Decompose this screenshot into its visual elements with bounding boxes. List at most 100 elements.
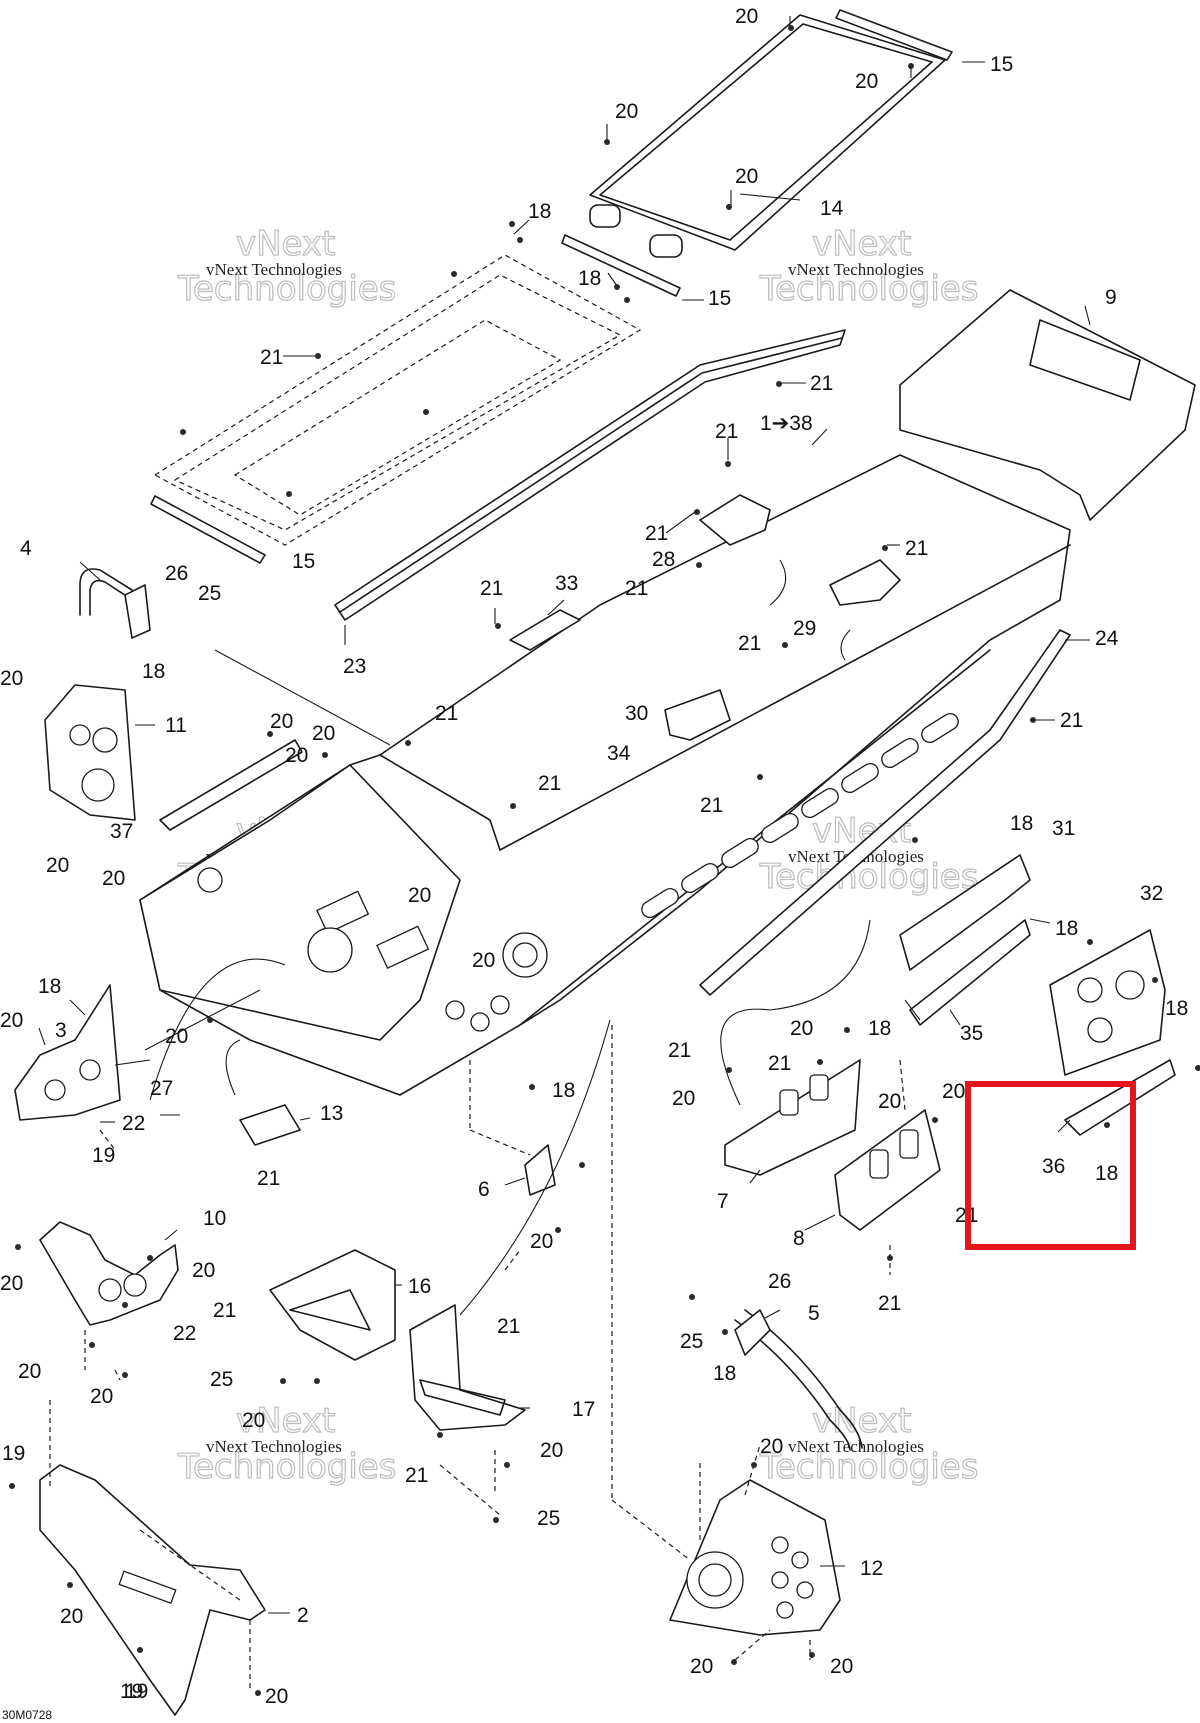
watermark-tech-bottom-left: Technologies	[177, 1447, 396, 1487]
callout-label: 20	[540, 1439, 563, 1462]
callout-label: 21	[1060, 709, 1083, 732]
callout-label: 1➔38	[760, 412, 813, 435]
part-24-rail	[699, 629, 1071, 996]
callout-label: 21	[625, 577, 648, 600]
callout-label: 20	[672, 1087, 695, 1110]
part-12-plate	[669, 1479, 841, 1636]
callout-label: 15	[990, 53, 1013, 76]
callout-label: 20	[530, 1230, 553, 1253]
callout-label: 21	[878, 1292, 901, 1315]
callout-label: 16	[408, 1275, 431, 1298]
watermark-text-bottom-left: vNext Technologies	[206, 1437, 342, 1456]
callout-label: 20	[408, 884, 431, 907]
part-9-rear-panel	[899, 289, 1196, 521]
part-28-bracket	[699, 494, 771, 546]
callout-label: 21	[480, 577, 503, 600]
callout-label: 18	[578, 267, 601, 290]
part-31-plate	[899, 854, 1031, 971]
callout-label: 19	[120, 1680, 143, 1703]
callout-label: 21	[738, 632, 761, 655]
callout-label: 22	[173, 1322, 196, 1345]
callout-label: 28	[652, 548, 675, 571]
callout-label: 34	[607, 742, 631, 765]
callout-label: 17	[572, 1398, 595, 1421]
callout-label: 23	[343, 655, 366, 678]
part-16-bracket	[269, 1249, 396, 1361]
part-11-plate	[44, 684, 136, 821]
callout-label: 20	[165, 1025, 188, 1048]
part-37-bracket	[159, 739, 303, 831]
part-6-bracket	[524, 1144, 556, 1196]
callout-label: 25	[680, 1330, 703, 1353]
callout-label: 15	[292, 550, 315, 573]
callout-label: 18	[552, 1079, 575, 1102]
callout-label: 18	[142, 660, 165, 683]
callout-label: 20	[735, 165, 758, 188]
part-29-bracket	[829, 559, 901, 606]
part-3-bracket	[14, 984, 121, 1121]
part-14-cover	[589, 14, 946, 258]
assembly-lines	[49, 1025, 906, 1690]
watermark-text-top-right: vNext Technologies	[788, 260, 924, 279]
callout-label: 31	[1052, 817, 1075, 840]
callout-label: 20	[830, 1655, 853, 1678]
callout-label: 21	[405, 1464, 428, 1487]
watermark-vnext-bottom-right: vNext	[812, 1401, 911, 1441]
callout-label: 20	[312, 722, 335, 745]
callout-label: 25	[198, 582, 221, 605]
callout-label: 19	[2, 1442, 25, 1465]
callout-label: 8	[793, 1227, 805, 1250]
callout-label: 18	[1010, 812, 1033, 835]
callout-label: 21	[213, 1299, 236, 1322]
part-23-rail	[334, 329, 846, 621]
watermark-vnext-top-left: vNext	[236, 224, 335, 264]
part-36-angle	[1064, 1059, 1176, 1136]
callout-label: 18	[713, 1362, 736, 1385]
callout-label: 3	[55, 1019, 67, 1042]
part-2-bracket	[39, 1464, 266, 1716]
part-8-bracket	[834, 1109, 941, 1231]
callout-label: 21	[768, 1052, 791, 1075]
dashed-cover-outline	[153, 254, 642, 546]
callout-label: 20	[242, 1409, 265, 1432]
callout-label: 10	[203, 1207, 226, 1230]
callout-label: 20	[285, 744, 308, 767]
callout-label: 21	[905, 537, 928, 560]
watermark-tech-top-right: Technologies	[759, 269, 978, 309]
callout-label: 2	[297, 1604, 309, 1627]
callout-label: 18	[1055, 917, 1078, 940]
highlight-box	[965, 1081, 1136, 1250]
part-15-strip-bottom	[150, 495, 266, 564]
callout-label: 19	[125, 1680, 148, 1703]
callout-label: 32	[1140, 882, 1163, 905]
callout-label: 14	[820, 197, 844, 220]
callout-label: 20	[18, 1360, 41, 1383]
part-33-bracket	[509, 609, 581, 651]
callout-label: 20	[942, 1080, 965, 1103]
watermark-vnext-bottom-left: vNext	[236, 1401, 335, 1441]
callout-label: 21	[257, 1167, 280, 1190]
callout-label: 18	[1165, 997, 1188, 1020]
assembly-arrows	[144, 559, 871, 1316]
callout-label: 22	[122, 1112, 145, 1135]
callout-label: 20	[192, 1259, 215, 1282]
part-17-bracket	[409, 1304, 526, 1431]
callout-label: 18	[38, 975, 61, 998]
callout-label: 20	[790, 1017, 813, 1040]
callout-label: 21	[645, 522, 668, 545]
callout-label: 20	[760, 1435, 783, 1458]
callout-label: 20	[46, 854, 69, 877]
callout-label: 18	[528, 200, 551, 223]
watermark-tech-top-left: Technologies	[177, 269, 396, 309]
callout-label: 20	[265, 1685, 288, 1708]
callout-label: 33	[555, 572, 578, 595]
callout-label: 20	[690, 1655, 713, 1678]
callout-label: 15	[708, 287, 731, 310]
leader-lines	[38, 16, 1091, 1614]
callout-label: 20	[90, 1385, 113, 1408]
callout-labels: 20 15 20 20 20 14 18 18 15 21 15 9 21 1➔…	[0, 5, 1188, 1708]
callout-label: 13	[320, 1102, 343, 1125]
callout-label: 20	[0, 1009, 23, 1032]
callout-label: 21	[260, 346, 283, 369]
